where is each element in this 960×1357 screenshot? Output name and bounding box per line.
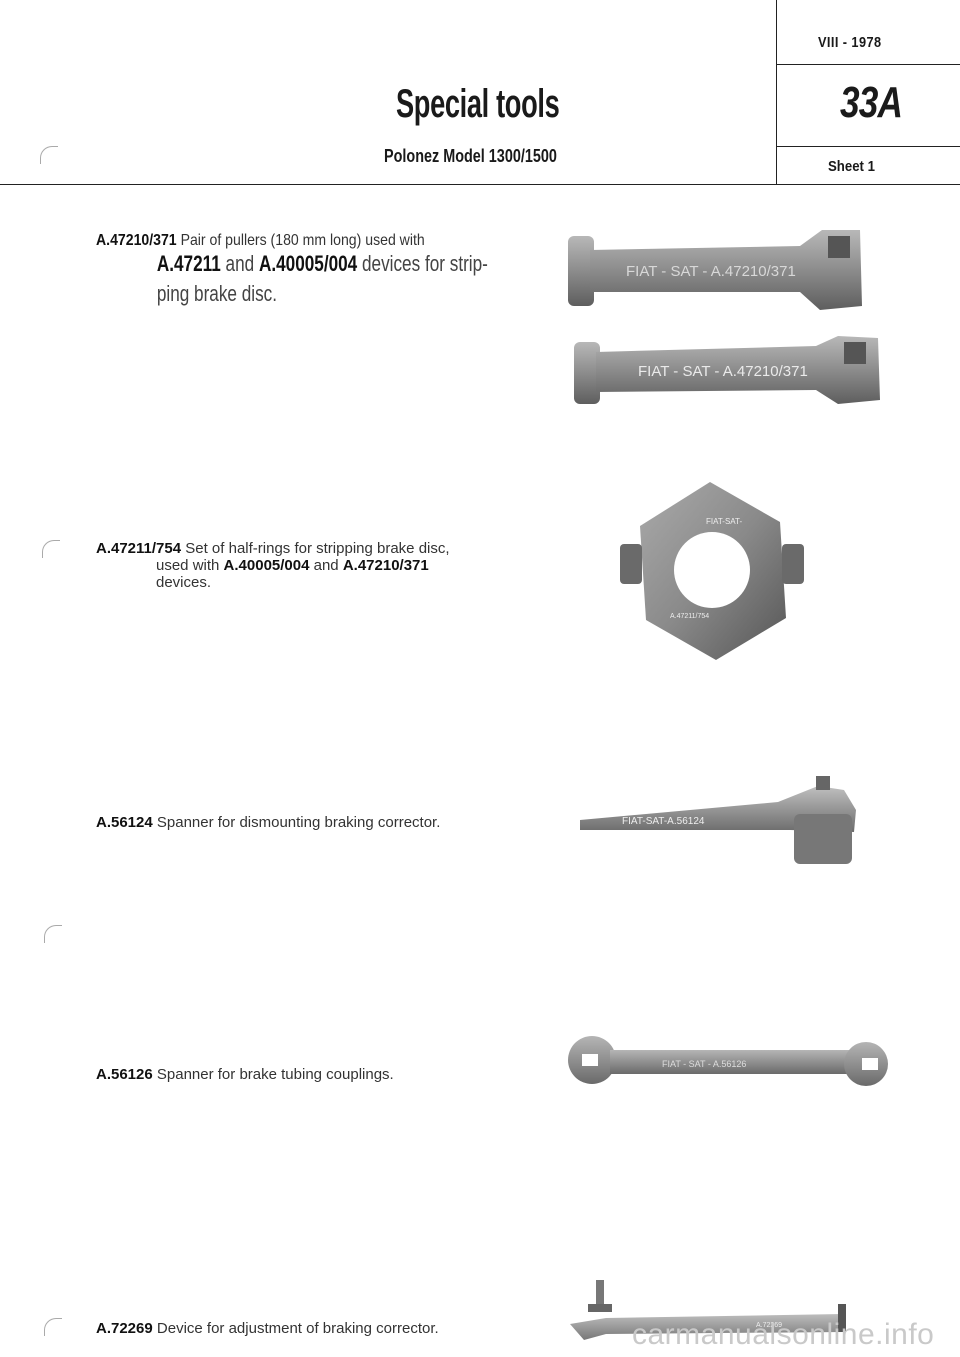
adjustment-device-image: A.72269 <box>570 1280 846 1340</box>
section-code: 33A <box>840 78 903 127</box>
tool-code: A.47211/754 <box>96 540 182 557</box>
tool-code-ref: A.40005/004 <box>223 557 310 574</box>
puller-body <box>596 336 880 404</box>
tool-code: A.47210/371 <box>96 232 177 249</box>
tool-description: Set of half-rings for stripping brake di… <box>185 540 450 557</box>
entry-second-line: used with A.40005/004 and A.47210/371 <box>96 557 450 574</box>
device-bar <box>570 1314 844 1340</box>
tool-description: ping brake disc. <box>156 281 278 306</box>
tool-description: Pair of pullers (180 mm long) used with <box>180 232 425 249</box>
ring-lug-left <box>620 544 642 584</box>
header-rule-bottom <box>0 184 960 185</box>
tool-entry-47211: A.47211/754 Set of half-rings for stripp… <box>96 540 450 591</box>
puller-stamp: FIAT - SAT - A.47210/371 <box>638 363 808 380</box>
sheet-number: Sheet 1 <box>828 158 875 175</box>
edition-label: VIII - 1978 <box>818 34 882 51</box>
page-title: Special tools <box>396 82 560 126</box>
puller-pair-image: FIAT - SAT - A.47210/371 FIAT - SAT - A.… <box>568 230 880 404</box>
tool-description: Device for adjustment of braking correct… <box>156 1320 439 1337</box>
puller-handle <box>568 236 594 306</box>
tubing-spanner-image: FIAT - SAT - A.56126 <box>568 1036 888 1086</box>
tool-code-ref: A.47211 <box>156 251 221 276</box>
tool-code: A.72269 <box>96 1320 153 1337</box>
puller-bolt <box>828 236 850 258</box>
watermark: carmanualsonline.info <box>632 1318 935 1351</box>
punch-mark <box>42 540 60 558</box>
spanner-shaft <box>610 1050 850 1074</box>
spanner-socket <box>794 814 852 864</box>
text-and: and <box>309 557 343 574</box>
device-clamp <box>588 1304 612 1312</box>
punch-mark <box>44 925 62 943</box>
tool-entry-47210: A.47210/371 Pair of pullers (180 mm long… <box>96 232 598 309</box>
ring-stamp: FIAT-SAT- <box>706 517 742 526</box>
header-rule-top <box>776 64 960 65</box>
tool-code: A.56126 <box>96 1066 153 1083</box>
entry-first-line: A.47211/754 Set of half-rings for stripp… <box>96 540 450 557</box>
tool-code-ref: A.40005/004 <box>258 251 358 276</box>
device-post <box>596 1280 604 1310</box>
tool-description: Spanner for brake tubing couplings. <box>156 1066 394 1083</box>
device-end-stop <box>838 1304 846 1332</box>
corrector-spanner-image: FIAT-SAT-A.56124 <box>580 776 856 864</box>
spanner-arm <box>580 786 856 832</box>
puller-bolt <box>844 342 866 364</box>
spanner-jaw <box>582 1054 598 1066</box>
ring-lug-right <box>782 544 804 584</box>
punch-mark <box>40 146 58 164</box>
tool-entry-56126: A.56126 Spanner for brake tubing couplin… <box>96 1066 394 1083</box>
puller-body <box>590 230 862 310</box>
spanner-stamp: FIAT-SAT-A.56124 <box>622 816 705 827</box>
spanner-jaw <box>862 1058 878 1070</box>
ring-bore <box>674 532 750 608</box>
tool-description: devices. <box>156 574 212 591</box>
entry-first-line: A.47210/371 Pair of pullers (180 mm long… <box>96 232 538 249</box>
tool-entry-56124: A.56124 Spanner for dismounting braking … <box>96 814 440 831</box>
tool-code: A.56124 <box>96 814 153 831</box>
header-vertical-rule <box>776 0 777 185</box>
header-rule-middle <box>776 146 960 147</box>
tool-description: devices for strip- <box>357 251 488 276</box>
tool-description: Spanner for dismounting braking correcto… <box>156 814 441 831</box>
puller-handle <box>574 342 600 404</box>
tool-description: used with <box>156 557 224 574</box>
text-and: and <box>220 251 259 276</box>
puller-stamp: FIAT - SAT - A.47210/371 <box>626 263 796 280</box>
tool-code-ref: A.47210/371 <box>342 557 429 574</box>
entry-second-line: A.47211 and A.40005/004 devices for stri… <box>96 249 488 279</box>
half-rings-image: FIAT-SAT- A.47211/754 <box>620 482 804 660</box>
ring-stamp: A.47211/754 <box>670 613 709 620</box>
page-subtitle: Polonez Model 1300/1500 <box>384 146 557 166</box>
spanner-stamp: FIAT - SAT - A.56126 <box>662 1059 746 1069</box>
device-stamp: A.72269 <box>756 1322 782 1329</box>
spanner-peg <box>816 776 830 790</box>
punch-mark <box>44 1318 62 1336</box>
tool-entry-72269: A.72269 Device for adjustment of braking… <box>96 1320 439 1337</box>
